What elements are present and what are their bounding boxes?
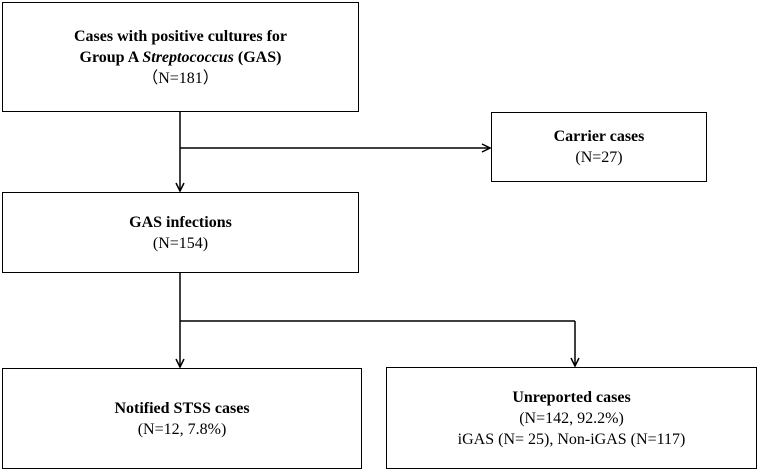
notified-stss-count: (N=12, 7.8%) [137, 420, 227, 438]
box-notified-stss: Notified STSS cases (N=12, 7.8%) [2, 368, 362, 469]
positive-cultures-title-line1: Cases with positive cultures for [73, 27, 288, 45]
box-carrier-cases: Carrier cases (N=27) [491, 112, 707, 182]
notified-stss-title: Notified STSS cases [114, 399, 250, 417]
positive-cultures-gas-abbrev: (GAS) [233, 48, 282, 66]
positive-cultures-count: （N=181） [142, 69, 219, 87]
gas-infections-title: GAS infections [129, 213, 232, 231]
box-unreported-cases: Unreported cases (N=142, 92.2%) iGAS (N=… [386, 367, 757, 469]
unreported-cases-title: Unreported cases [512, 388, 631, 406]
unreported-cases-breakdown: iGAS (N= 25), Non-iGAS (N=117) [457, 430, 686, 448]
positive-cultures-streptococcus: Streptococcus [142, 48, 234, 66]
box-positive-cultures: Cases with positive cultures for Group A… [2, 2, 359, 112]
gas-infections-count: (N=154) [152, 234, 209, 252]
unreported-cases-count: (N=142, 92.2%) [519, 409, 624, 427]
positive-cultures-title-line2: Group A Streptococcus (GAS) [80, 47, 282, 68]
positive-cultures-group-a: Group A [79, 48, 143, 66]
box-gas-infections: GAS infections (N=154) [2, 192, 359, 273]
carrier-cases-count: (N=27) [575, 149, 623, 166]
carrier-cases-title: Carrier cases [553, 128, 645, 145]
